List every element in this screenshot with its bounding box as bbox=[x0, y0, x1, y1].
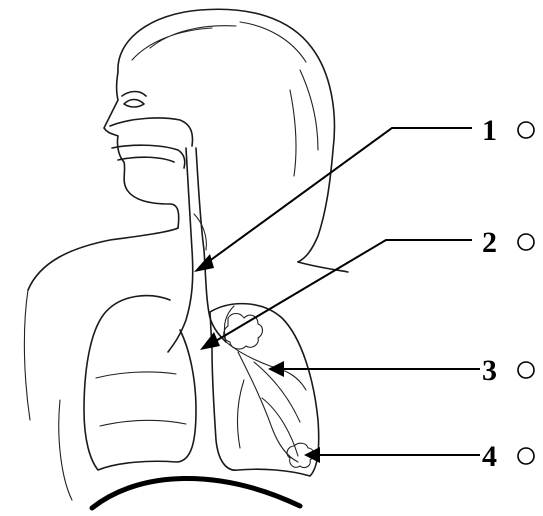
tongue bbox=[118, 157, 174, 162]
neck-front bbox=[28, 228, 178, 290]
trachea-right bbox=[196, 148, 226, 342]
nasal-cavity bbox=[110, 118, 193, 146]
label-number-3: 3 bbox=[482, 354, 497, 387]
left-lung bbox=[84, 296, 196, 470]
answer-radio-2[interactable] bbox=[518, 234, 534, 250]
label-number-1: 1 bbox=[482, 114, 497, 147]
label-number-2: 2 bbox=[482, 226, 497, 259]
eye bbox=[124, 100, 144, 108]
label-number-4: 4 bbox=[482, 440, 497, 473]
pointer-arrow-2 bbox=[200, 332, 220, 350]
answer-radio-4[interactable] bbox=[518, 448, 534, 464]
face-profile bbox=[104, 72, 179, 228]
alveoli-top bbox=[224, 314, 263, 349]
eye-lid bbox=[122, 92, 146, 97]
pointer-line-1 bbox=[208, 128, 472, 262]
right-lung bbox=[210, 304, 319, 476]
torso-side bbox=[24, 290, 72, 500]
pointer-line-2 bbox=[214, 240, 472, 342]
answer-radio-1[interactable] bbox=[518, 122, 534, 138]
pointer-arrow-3 bbox=[268, 361, 284, 377]
answer-radio-3[interactable] bbox=[518, 362, 534, 378]
diaphragm bbox=[92, 478, 300, 508]
hair-strands bbox=[132, 22, 318, 176]
trachea-left bbox=[168, 148, 193, 352]
left-lung-fissure bbox=[96, 372, 186, 426]
